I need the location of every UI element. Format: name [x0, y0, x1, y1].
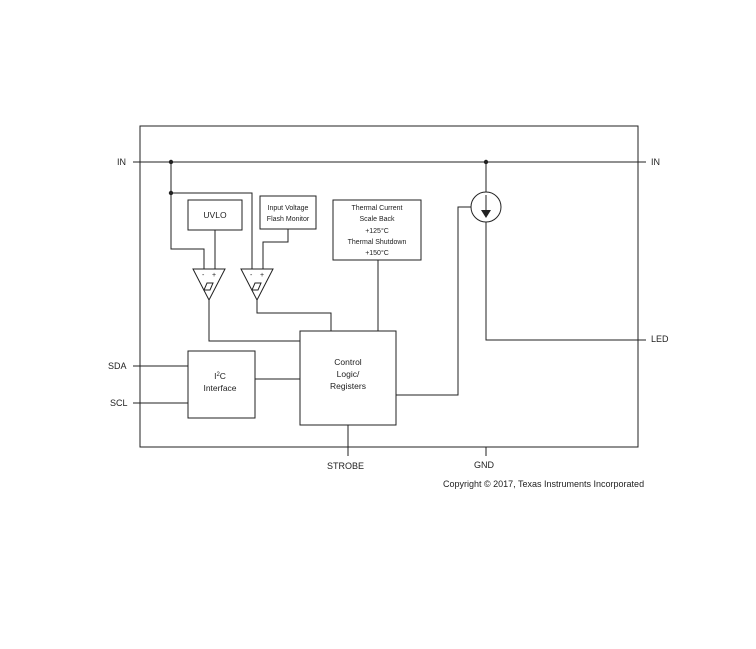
i2c-suffix: C	[220, 371, 226, 381]
i2c-superscript: 2	[216, 372, 220, 378]
i2c-interface-block	[187, 350, 256, 419]
thermal-label-2: Scale Back	[359, 216, 395, 223]
wire-in-to-comp1-minus	[170, 162, 205, 275]
comp1-minus-sign: -	[202, 272, 205, 279]
comparator-uvlo	[192, 268, 226, 302]
pin-gnd-label: GND	[474, 460, 495, 470]
comp2-plus-sign: +	[260, 272, 264, 279]
hysteresis-icon	[203, 282, 214, 291]
wire-comp2-to-control	[256, 300, 332, 331]
pin-in-right-label: IN	[651, 157, 660, 167]
control-label-2: Logic/	[337, 369, 360, 379]
flash-monitor-block	[259, 195, 317, 230]
hysteresis-icon	[251, 282, 262, 291]
wire-flash-to-comp2-plus	[262, 229, 289, 275]
comp1-plus-sign: +	[212, 272, 216, 279]
current-source-arrow-icon	[481, 210, 491, 218]
pin-led-label: LED	[651, 334, 669, 344]
flash-monitor-label-1: Input Voltage	[268, 205, 309, 212]
pin-scl-label: SCL	[110, 398, 128, 408]
control-label-1: Control	[334, 357, 362, 367]
comparator-flash-monitor	[240, 268, 274, 302]
uvlo-label: UVLO	[203, 210, 227, 220]
pin-strobe-label: STROBE	[327, 461, 364, 471]
thermal-block	[332, 199, 422, 261]
thermal-label-5: +150°C	[365, 249, 389, 257]
control-logic-block	[299, 330, 397, 426]
wire-control-to-current-source	[396, 206, 471, 396]
control-label-3: Registers	[330, 381, 366, 391]
thermal-label-1: Thermal Current	[352, 205, 403, 212]
comp2-minus-sign: -	[250, 272, 253, 279]
flash-monitor-label-2: Flash Monitor	[267, 216, 310, 223]
pin-in-left-label: IN	[117, 157, 126, 167]
wire-current-source-to-led	[485, 222, 646, 341]
i2c-prefix: I	[214, 371, 216, 381]
wire-comp1-to-control	[208, 300, 300, 342]
i2c-label-2: Interface	[203, 383, 236, 393]
copyright-text: Copyright © 2017, Texas Instruments Inco…	[443, 479, 644, 489]
pin-sda-label: SDA	[108, 361, 127, 371]
thermal-label-3: +125°C	[365, 227, 389, 235]
thermal-label-4: Thermal Shutdown	[348, 239, 407, 246]
wire-in-to-comp2-minus	[171, 192, 253, 275]
i2c-label: I2C	[214, 371, 226, 381]
